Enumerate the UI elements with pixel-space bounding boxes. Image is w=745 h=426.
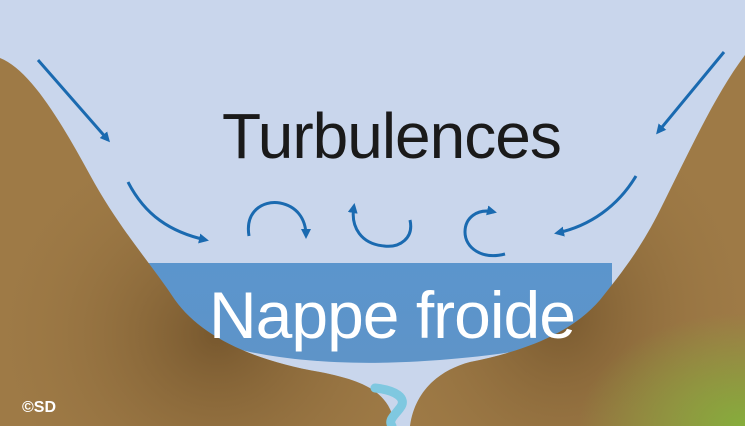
flow-arrow-icon	[554, 175, 638, 237]
flow-arrow-icon	[36, 59, 110, 143]
flow-arrow-icon	[126, 181, 209, 244]
right-slope	[410, 55, 745, 426]
cold-layer-label: Nappe froide	[209, 278, 576, 352]
copyright-credit: ©SD	[22, 399, 57, 416]
left-slope	[0, 58, 395, 426]
eddy-arrow-icon	[246, 201, 311, 239]
eddy-arrow-icon	[347, 203, 413, 248]
stream	[370, 383, 407, 426]
grass-patch	[560, 300, 745, 426]
flow-arrow-icon	[656, 51, 726, 135]
turbulence-label: Turbulences	[222, 100, 562, 172]
eddy-arrow-icon	[463, 205, 506, 257]
cold-water-pool	[148, 263, 612, 363]
